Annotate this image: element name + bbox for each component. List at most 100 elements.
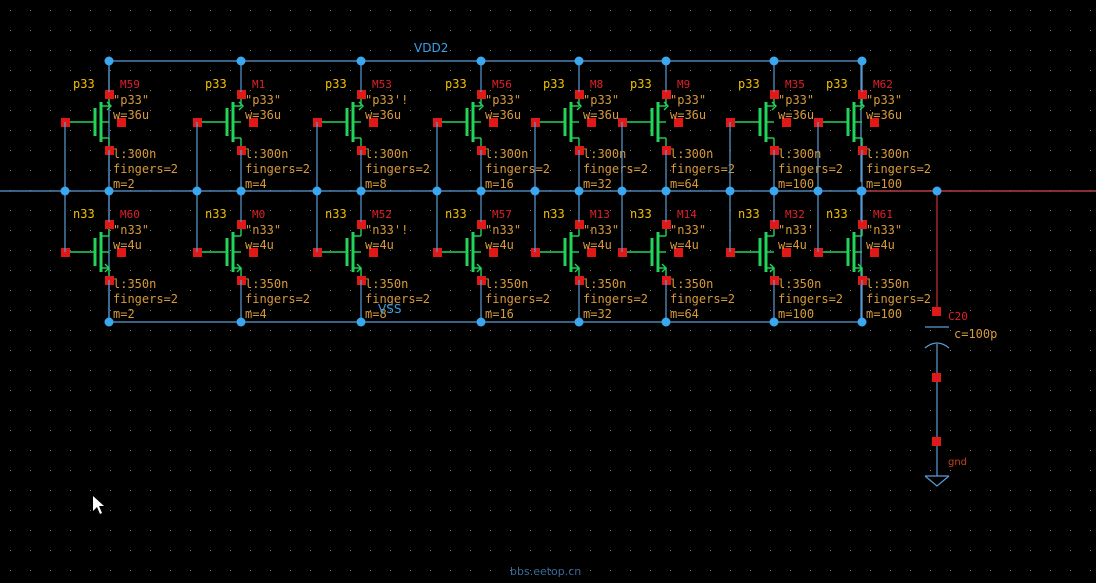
gate-pin[interactable]: [193, 248, 202, 257]
vss-junction[interactable]: [574, 317, 584, 327]
vdd-junction[interactable]: [857, 56, 867, 66]
top-pin[interactable]: [357, 220, 366, 229]
cap-branch-junction[interactable]: [932, 186, 942, 196]
vdd-junction[interactable]: [476, 56, 486, 66]
output-junction[interactable]: [104, 186, 114, 196]
device-type-label: n33: [205, 207, 227, 221]
output-junction[interactable]: [574, 186, 584, 196]
input-junction[interactable]: [530, 186, 540, 196]
bulk-pin[interactable]: [249, 248, 258, 257]
vdd-junction[interactable]: [661, 56, 671, 66]
bulk-pin[interactable]: [249, 118, 258, 127]
output-junction[interactable]: [476, 186, 486, 196]
input-junction[interactable]: [312, 186, 322, 196]
top-pin[interactable]: [770, 220, 779, 229]
device-type-label: p33: [543, 77, 565, 91]
vdd-junction[interactable]: [574, 56, 584, 66]
vss-junction[interactable]: [769, 317, 779, 327]
input-junction[interactable]: [617, 186, 627, 196]
top-pin[interactable]: [477, 90, 486, 99]
top-pin[interactable]: [858, 90, 867, 99]
input-junction[interactable]: [432, 186, 442, 196]
bulk-pin[interactable]: [587, 118, 596, 127]
output-junction[interactable]: [661, 186, 671, 196]
bulk-pin[interactable]: [782, 118, 791, 127]
top-pin[interactable]: [477, 220, 486, 229]
bulk-pin[interactable]: [369, 248, 378, 257]
gnd-pin[interactable]: [932, 437, 941, 446]
vdd-junction[interactable]: [356, 56, 366, 66]
gate-pin[interactable]: [313, 248, 322, 257]
bulk-pin[interactable]: [117, 118, 126, 127]
vss-junction[interactable]: [476, 317, 486, 327]
top-pin[interactable]: [237, 90, 246, 99]
model-label: "p33": [245, 93, 281, 107]
top-pin[interactable]: [105, 220, 114, 229]
width-label: w=4u: [485, 238, 514, 252]
capacitor-c20[interactable]: C20 c=100p: [924, 307, 997, 382]
vss-junction[interactable]: [661, 317, 671, 327]
cap-pin-top[interactable]: [932, 307, 941, 316]
output-junction[interactable]: [236, 186, 246, 196]
bulk-pin[interactable]: [489, 248, 498, 257]
input-junction[interactable]: [725, 186, 735, 196]
gate-pin[interactable]: [531, 248, 540, 257]
input-junction[interactable]: [192, 186, 202, 196]
bulk-pin[interactable]: [674, 248, 683, 257]
bulk-pin[interactable]: [782, 248, 791, 257]
bulk-pin[interactable]: [117, 248, 126, 257]
top-pin[interactable]: [858, 220, 867, 229]
vss-junction[interactable]: [236, 317, 246, 327]
vdd-junction[interactable]: [769, 56, 779, 66]
width-label: w=36u: [583, 108, 619, 122]
bulk-pin[interactable]: [674, 118, 683, 127]
cap-pin-bottom[interactable]: [932, 373, 941, 382]
bulk-pin[interactable]: [369, 118, 378, 127]
vdd-junction[interactable]: [236, 56, 246, 66]
gate-pin[interactable]: [726, 248, 735, 257]
output-node-junction[interactable]: [856, 186, 866, 196]
multiplier-label: m=100: [866, 177, 902, 191]
top-pin[interactable]: [357, 90, 366, 99]
mouse-cursor-icon: [93, 496, 104, 514]
top-pin[interactable]: [237, 220, 246, 229]
ground-symbol[interactable]: gnd: [924, 437, 967, 487]
bulk-pin[interactable]: [870, 248, 879, 257]
output-junction[interactable]: [769, 186, 779, 196]
top-pin[interactable]: [575, 220, 584, 229]
gate-pin[interactable]: [814, 248, 823, 257]
input-junction[interactable]: [60, 186, 70, 196]
bulk-pin[interactable]: [587, 248, 596, 257]
top-pin[interactable]: [662, 90, 671, 99]
multiplier-label: m=64: [670, 307, 699, 321]
vss-junction[interactable]: [356, 317, 366, 327]
bulk-pin[interactable]: [489, 118, 498, 127]
bulk-pin[interactable]: [870, 118, 879, 127]
vdd-junction[interactable]: [104, 56, 114, 66]
gate-pin[interactable]: [433, 248, 442, 257]
input-junction[interactable]: [813, 186, 823, 196]
top-pin[interactable]: [575, 90, 584, 99]
top-pin[interactable]: [770, 90, 779, 99]
length-label: l:300n: [583, 147, 626, 161]
gate-pin[interactable]: [618, 248, 627, 257]
top-pin[interactable]: [662, 220, 671, 229]
vss-junction[interactable]: [104, 317, 114, 327]
gate-pin[interactable]: [61, 248, 70, 257]
vss-junction[interactable]: [857, 317, 867, 327]
top-pin[interactable]: [105, 90, 114, 99]
output-junction[interactable]: [356, 186, 366, 196]
